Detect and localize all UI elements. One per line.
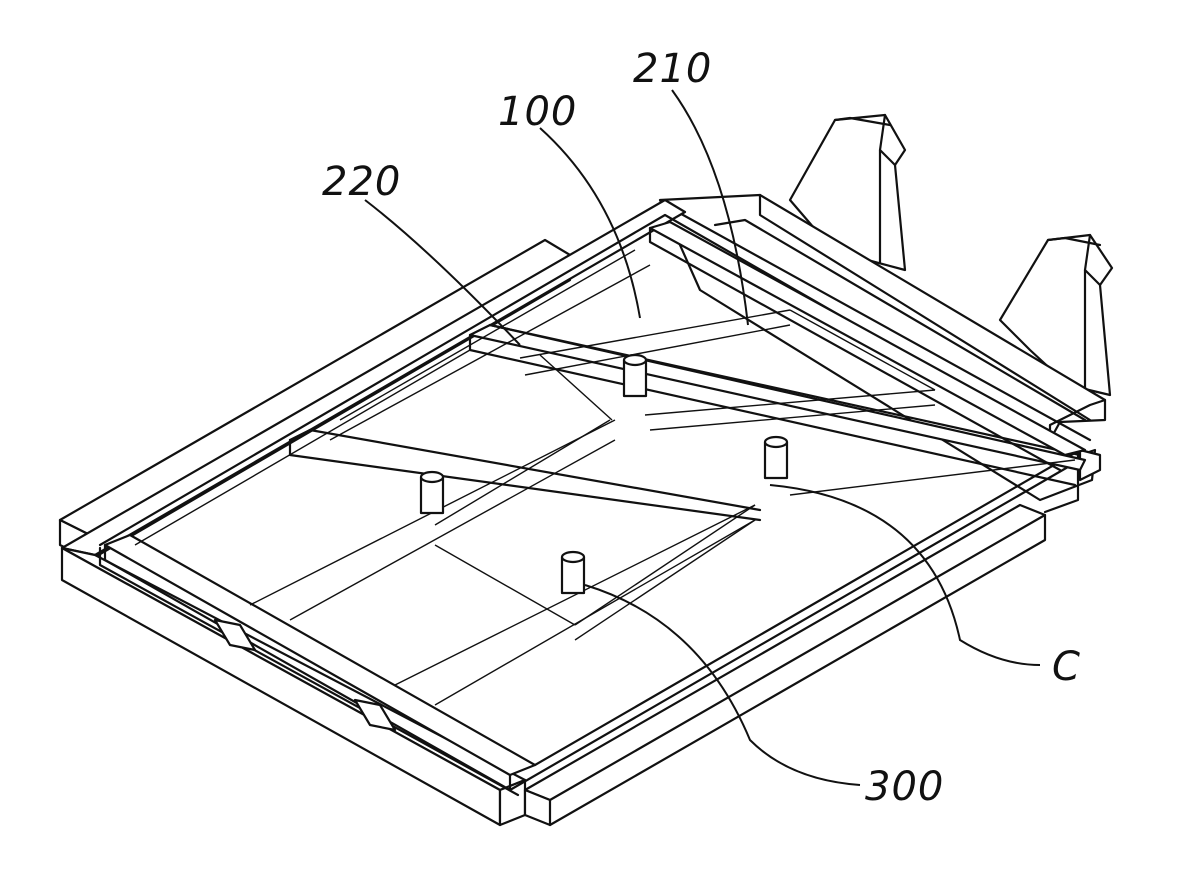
label-300: 300 — [865, 764, 944, 810]
pin-b — [765, 437, 787, 478]
pin-a — [624, 355, 646, 396]
pin-300 — [562, 552, 584, 593]
beam-middle — [290, 430, 760, 520]
front-runner — [525, 505, 1045, 825]
label-210: 210 — [633, 46, 712, 92]
label-220: 220 — [322, 159, 401, 205]
label-c: C — [1052, 644, 1081, 690]
label-100: 100 — [498, 89, 577, 135]
inner-front-beam — [105, 450, 1080, 790]
outer-frame — [62, 200, 1100, 825]
pin-c — [421, 472, 443, 513]
